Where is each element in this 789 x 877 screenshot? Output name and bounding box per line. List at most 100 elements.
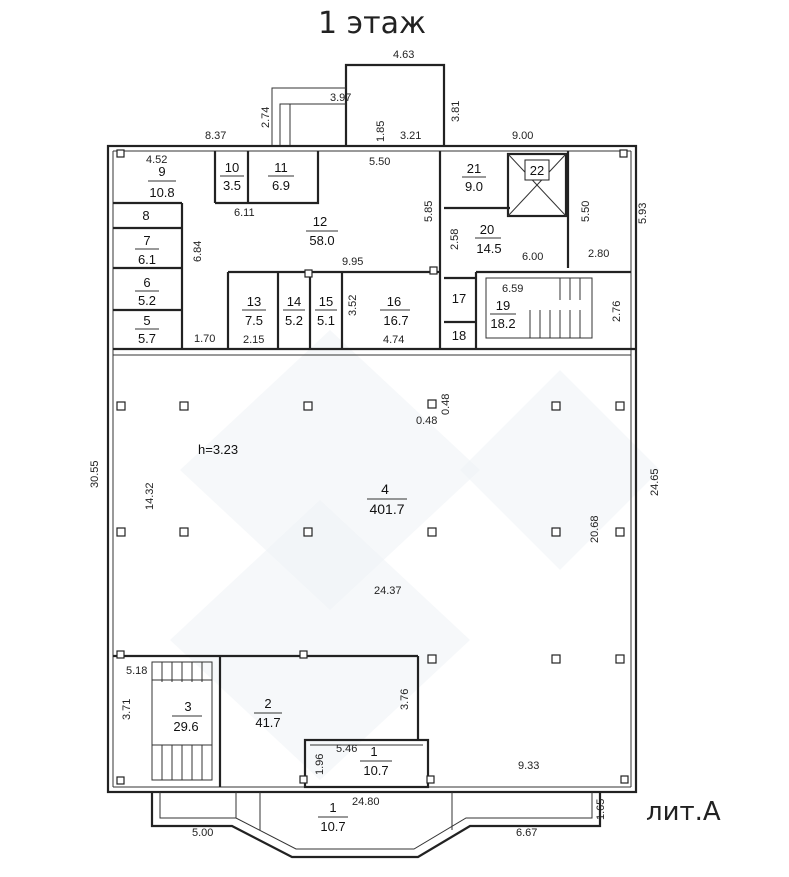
svg-text:6.11: 6.11	[234, 207, 255, 219]
svg-text:29.6: 29.6	[173, 719, 198, 734]
svg-text:5.85: 5.85	[423, 201, 435, 222]
svg-text:2.74: 2.74	[260, 107, 272, 128]
svg-text:1: 1	[329, 800, 336, 815]
svg-text:5.7: 5.7	[138, 331, 156, 346]
outer-walls	[106, 144, 638, 794]
room-10: 10 3.5	[220, 160, 244, 193]
svg-text:30.55: 30.55	[89, 460, 101, 488]
svg-text:9.0: 9.0	[465, 179, 483, 194]
svg-text:6: 6	[143, 275, 150, 290]
svg-text:10.8: 10.8	[149, 185, 174, 200]
svg-text:0.48: 0.48	[440, 394, 452, 415]
svg-text:5.2: 5.2	[285, 313, 303, 328]
room-8: 8	[142, 208, 149, 223]
svg-text:14.32: 14.32	[144, 482, 156, 510]
svg-text:9.95: 9.95	[342, 256, 363, 268]
room-22: 22	[524, 159, 550, 181]
svg-text:10.7: 10.7	[363, 763, 388, 778]
svg-text:1.70: 1.70	[194, 333, 215, 345]
svg-text:2.15: 2.15	[243, 334, 264, 346]
service-rooms	[113, 149, 636, 356]
svg-text:1.85: 1.85	[375, 121, 387, 142]
svg-text:14.5: 14.5	[476, 241, 501, 256]
hall-columns	[116, 399, 625, 664]
svg-text:5.1: 5.1	[317, 313, 335, 328]
svg-text:1.65: 1.65	[595, 799, 607, 820]
svg-text:5.46: 5.46	[336, 743, 357, 755]
svg-text:21: 21	[467, 161, 481, 176]
svg-text:4: 4	[381, 481, 389, 497]
room-1-porch: 1 10.7	[318, 800, 348, 834]
svg-text:16.7: 16.7	[383, 313, 408, 328]
svg-text:8: 8	[142, 208, 149, 223]
svg-text:3.52: 3.52	[347, 295, 359, 316]
svg-text:17: 17	[452, 291, 466, 306]
svg-text:14: 14	[287, 294, 301, 309]
svg-text:2.58: 2.58	[449, 229, 461, 250]
svg-text:18: 18	[452, 328, 466, 343]
room-3: 3 29.6	[172, 699, 202, 734]
room-9: 9 10.8	[148, 164, 176, 200]
room-20: 20 14.5	[475, 222, 502, 256]
room-5: 5 5.7	[135, 313, 159, 346]
svg-text:11: 11	[274, 160, 288, 175]
svg-text:12: 12	[313, 214, 327, 229]
room-15: 15 5.1	[315, 294, 337, 328]
svg-text:4.52: 4.52	[146, 154, 167, 166]
svg-text:9.33: 9.33	[518, 760, 539, 772]
svg-text:1.96: 1.96	[314, 754, 326, 775]
svg-text:9: 9	[158, 164, 165, 179]
plan-title: 1 этаж	[318, 6, 426, 41]
svg-text:6.84: 6.84	[192, 241, 204, 262]
room-13: 13 7.5	[242, 294, 266, 328]
ceiling-height-label: h=3.23	[198, 442, 238, 457]
dimension-labels: 4.63 3.97 2.74 3.81 1.85 3.21 8.37 9.00 …	[89, 49, 661, 839]
svg-text:0.48: 0.48	[416, 415, 437, 427]
svg-text:5.00: 5.00	[192, 827, 213, 839]
stairs	[161, 278, 581, 780]
svg-text:3.21: 3.21	[400, 130, 421, 142]
svg-text:7.5: 7.5	[245, 313, 263, 328]
room-14: 14 5.2	[283, 294, 305, 328]
room-16: 16 16.7	[380, 294, 410, 328]
svg-text:41.7: 41.7	[255, 715, 280, 730]
svg-text:6.67: 6.67	[516, 827, 537, 839]
svg-text:20.68: 20.68	[589, 515, 601, 543]
svg-text:24.80: 24.80	[352, 796, 380, 808]
svg-text:5.50: 5.50	[580, 201, 592, 222]
room-12: 12 58.0	[306, 214, 338, 248]
svg-text:4.74: 4.74	[383, 334, 404, 346]
room-17: 17	[452, 291, 466, 306]
svg-text:13: 13	[247, 294, 261, 309]
room-19: 19 18.2	[490, 298, 516, 331]
room-18: 18	[452, 328, 466, 343]
room-1-inner: 1 10.7	[360, 744, 392, 778]
svg-text:19: 19	[496, 298, 510, 313]
svg-text:24.65: 24.65	[649, 468, 661, 496]
watermark	[170, 330, 660, 780]
svg-text:2.80: 2.80	[588, 248, 609, 260]
svg-text:5.2: 5.2	[138, 293, 156, 308]
svg-text:6.1: 6.1	[138, 252, 156, 267]
litera-label: лит.А	[646, 797, 721, 827]
svg-text:8.37: 8.37	[205, 130, 226, 142]
svg-text:7: 7	[143, 233, 150, 248]
svg-text:401.7: 401.7	[369, 501, 404, 517]
top-vestibule	[271, 63, 446, 147]
svg-text:18.2: 18.2	[490, 316, 515, 331]
room-4: 4 401.7	[367, 481, 407, 517]
room-labels: 1 10.7 1 10.7 2 41.7 3 29.6 4 401.7 5 5.…	[135, 159, 550, 834]
bottom-entrance	[150, 792, 602, 859]
room-21: 21 9.0	[462, 161, 486, 194]
room-11: 11 6.9	[268, 160, 294, 193]
svg-text:2: 2	[264, 696, 271, 711]
svg-text:58.0: 58.0	[309, 233, 334, 248]
svg-text:6.59: 6.59	[502, 283, 523, 295]
svg-text:3.81: 3.81	[450, 101, 462, 122]
svg-text:20: 20	[480, 222, 494, 237]
svg-text:6.9: 6.9	[272, 178, 290, 193]
room-6: 6 5.2	[135, 275, 159, 308]
svg-text:3.5: 3.5	[223, 178, 241, 193]
svg-text:5.93: 5.93	[637, 203, 649, 224]
